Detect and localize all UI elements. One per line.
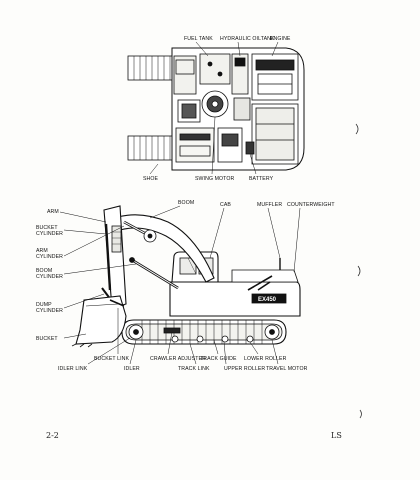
footer-code: LS [331, 431, 342, 440]
label-track-link: TRACK LINK [178, 366, 210, 372]
label-travel-motor: TRAVEL MOTOR [266, 366, 308, 372]
label-arm-cylinder-line2: CYLINDER [36, 254, 63, 260]
label-idler: IDLER [124, 366, 140, 372]
label-upper-roller: UPPER ROLLER [224, 366, 265, 372]
label-counterweight: COUNTERWEIGHT [287, 202, 335, 208]
label-bucket-cylinder-line2: CYLINDER [36, 231, 63, 237]
label-bucket-cylinder-line1: BUCKET [36, 225, 58, 231]
label-arm-cylinder-line1: ARM [36, 248, 48, 254]
label-bucket: BUCKET [36, 336, 58, 342]
top-view-diagram [127, 41, 305, 175]
label-cab: CAB [220, 202, 231, 208]
label-track-guide: TRACK GUIDE [200, 356, 237, 362]
binding-marks [355, 123, 362, 419]
label-boom-cylinder-line2: CYLINDER [36, 274, 63, 280]
model-badge: EX450 [258, 297, 277, 303]
side-view-diagram [59, 205, 301, 365]
label-lower-roller: LOWER ROLLER [244, 356, 287, 362]
page-number: 2-2 [46, 431, 59, 440]
label-swing-motor: SWING MOTOR [195, 176, 234, 182]
label-engine: ENGINE [270, 36, 291, 42]
label-arm: ARM [47, 209, 59, 215]
label-boom-cylinder-line1: BOOM [36, 268, 52, 274]
label-bucket-link: BUCKET LINK [94, 356, 129, 362]
label-muffler: MUFFLER [257, 202, 282, 208]
label-crawler-adjuster: CRAWLER ADJUSTER [150, 356, 206, 362]
label-fuel-tank: FUEL TANK [184, 36, 213, 42]
label-battery: BATTERY [249, 176, 274, 182]
label-shoe: SHOE [143, 176, 159, 182]
label-dump-cylinder-line1: DUMP [36, 302, 52, 308]
label-dump-cylinder-line2: CYLINDER [36, 308, 63, 314]
label-boom: BOOM [178, 200, 194, 206]
label-idler-link: IDLER LINK [58, 366, 88, 372]
label-hydraulic-oiltank: HYDRAULIC OILTANK [220, 36, 275, 42]
